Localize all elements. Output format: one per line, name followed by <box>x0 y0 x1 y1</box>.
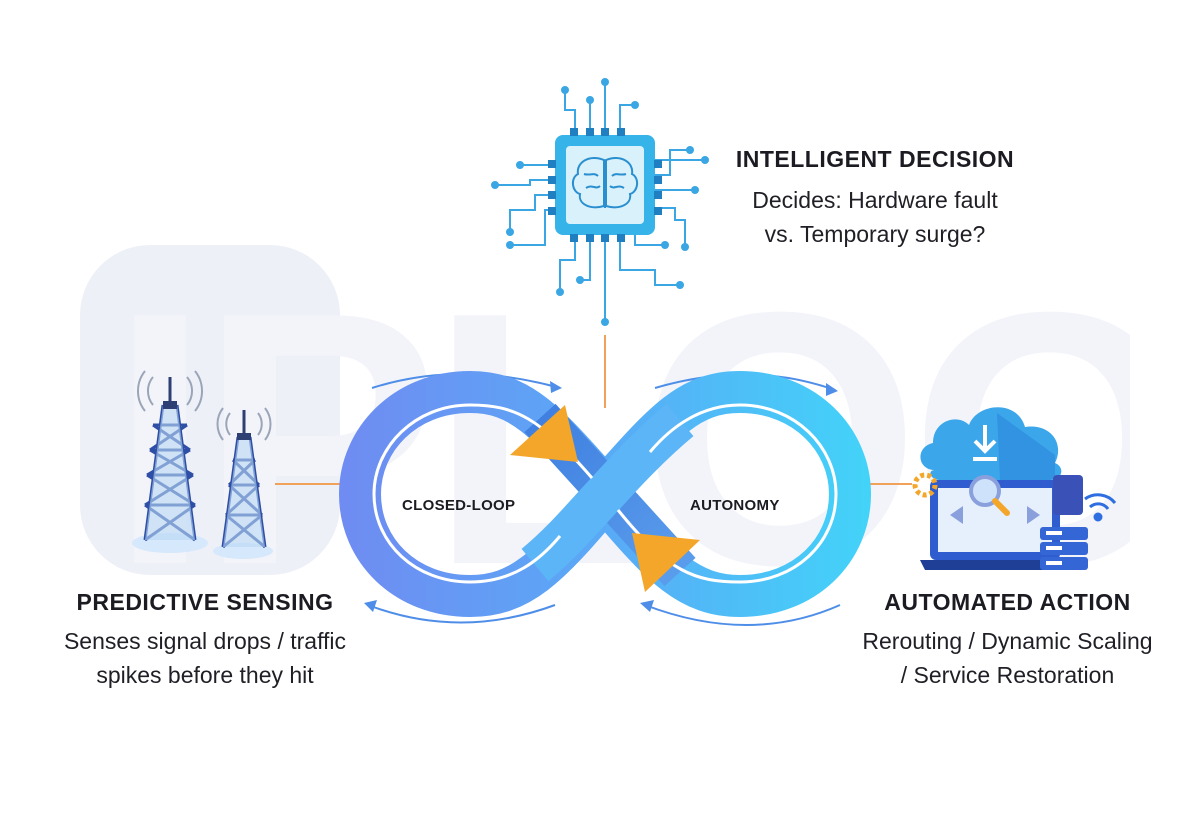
closed-loop-label: CLOSED-LOOP <box>402 497 516 514</box>
flow-arrow-bottom <box>632 533 700 592</box>
laptop-icon <box>920 480 1070 570</box>
automated-action-desc: Rerouting / Dynamic Scaling / Service Re… <box>830 624 1185 692</box>
automated-action-line1: Rerouting / Dynamic Scaling <box>862 628 1153 654</box>
automated-action-line2: / Service Restoration <box>900 662 1115 688</box>
loop-track-left <box>372 403 594 584</box>
automated-action-block: AUTOMATED ACTION Rerouting / Dynamic Sca… <box>830 589 1185 692</box>
intelligent-decision-desc: Decides: Hardware fault vs. Temporary su… <box>720 183 1030 251</box>
loop-crossing-top <box>521 403 694 582</box>
outer-arrow-bottom-left <box>367 604 556 624</box>
predictive-sensing-block: PREDICTIVE SENSING Senses signal drops /… <box>20 589 390 692</box>
loop-track-right <box>616 403 838 584</box>
outer-arrow-bottom-left-head <box>364 600 377 612</box>
outer-arrow-top-right-head <box>826 383 838 396</box>
cloud-icon <box>920 407 1062 480</box>
predictive-sensing-desc: Senses signal drops / traffic spikes bef… <box>20 624 390 692</box>
cell-tower-icon <box>132 370 273 559</box>
intelligent-decision-title: INTELLIGENT DECISION <box>735 146 1015 172</box>
loop-right-lobe <box>588 370 872 618</box>
intelligent-decision-line2: vs. Temporary surge? <box>764 221 986 247</box>
predictive-sensing-line2: spikes before they hit <box>96 662 314 688</box>
automated-action-title: AUTOMATED ACTION <box>884 589 1131 615</box>
intelligent-decision-line1: Decides: Hardware fault <box>752 187 998 213</box>
autonomy-label: AUTONOMY <box>690 497 780 514</box>
gear-icon <box>912 472 938 498</box>
ai-chip-brain-icon <box>491 78 709 326</box>
magnifier-icon <box>969 475 1010 516</box>
outer-arrow-bottom-right-head <box>640 600 654 612</box>
predictive-sensing-title: PREDICTIVE SENSING <box>76 589 334 615</box>
intelligent-decision-block: INTELLIGENT DECISION Decides: Hardware f… <box>720 146 1030 251</box>
cloud-laptop-server-icon <box>912 407 1117 570</box>
outer-arrow-bottom-right <box>644 604 841 626</box>
predictive-sensing-line1: Senses signal drops / traffic <box>63 628 347 654</box>
outer-arrow-top-left-head <box>550 381 562 393</box>
wifi-icon <box>1084 493 1117 522</box>
server-stack-icon <box>1040 527 1088 570</box>
flow-arrow-top <box>510 405 578 462</box>
loop-left-lobe <box>338 370 622 618</box>
